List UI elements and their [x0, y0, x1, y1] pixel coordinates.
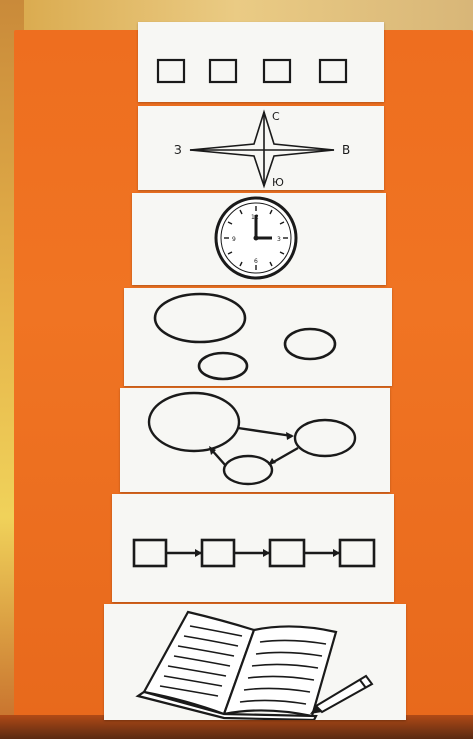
card-three-circles: [124, 288, 392, 386]
clock-icon: 12 3 6 9: [132, 193, 386, 285]
clock-6-label: 6: [254, 258, 258, 265]
card-clock: 12 3 6 9: [132, 193, 386, 285]
card-square-chain: [112, 494, 394, 602]
compass-east-label: В: [342, 143, 350, 157]
card-four-squares: [138, 22, 384, 102]
four-squares-icon: [138, 22, 384, 102]
clock-9-label: 9: [232, 236, 236, 243]
compass-north-label: С: [272, 110, 280, 123]
card-compass: З С В Ю: [138, 106, 384, 190]
open-book-pencil-icon: [104, 604, 406, 720]
connected-circles-icon: [120, 388, 390, 492]
compass-south-label: Ю: [272, 176, 284, 189]
card-connected-circles: [120, 388, 390, 492]
three-circles-icon: [124, 288, 392, 386]
card-book: [104, 604, 406, 720]
compass-west-label: З: [174, 143, 182, 157]
compass-star-icon: З С В Ю: [138, 106, 384, 190]
clock-12-label: 12: [251, 214, 259, 221]
square-chain-icon: [112, 494, 394, 602]
clock-3-label: 3: [277, 236, 281, 243]
